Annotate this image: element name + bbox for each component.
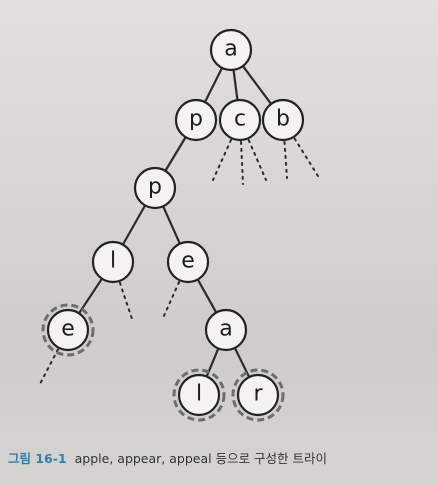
node-circle — [204, 308, 248, 352]
word-end-marker — [172, 368, 226, 422]
trie-edge-p1-p2 — [164, 136, 187, 172]
omitted-branch-b-1 — [293, 137, 319, 177]
trie-edge-root-b — [241, 64, 273, 106]
trie-node-c: c — [218, 98, 262, 142]
node-label: e — [61, 317, 75, 342]
word-end-marker — [231, 368, 285, 422]
omitted-branch-c-2 — [247, 139, 267, 181]
trie-node-l1: l — [91, 240, 135, 284]
trie-node-l2: l — [172, 368, 226, 422]
omitted-branch-b-0 — [283, 140, 288, 179]
trie-edge-p2-e1 — [162, 205, 181, 245]
node-circle — [133, 166, 177, 210]
node-label: p — [148, 175, 162, 200]
node-label: l — [110, 249, 116, 274]
omitted-branch-e1-0 — [162, 281, 181, 319]
figure-caption-text: apple, appear, appeal 등으로 구성한 트라이 — [74, 451, 328, 466]
trie-node-p1: p — [174, 98, 218, 142]
trie-edge-e1-a2 — [196, 278, 218, 314]
node-circle — [218, 98, 262, 142]
trie-omitted-branches — [39, 137, 319, 385]
node-circle — [177, 373, 221, 417]
omitted-branch-l1-0 — [118, 281, 134, 323]
node-circle — [174, 98, 218, 142]
node-circle — [46, 308, 90, 352]
node-label: r — [253, 382, 263, 407]
node-circle — [209, 28, 253, 72]
trie-node-a2: a — [204, 308, 248, 352]
omitted-branch-c-1 — [240, 140, 244, 185]
trie-node-e1: e — [166, 240, 210, 284]
trie-node-root: a — [209, 28, 253, 72]
omitted-branch-e2-0 — [39, 348, 59, 385]
trie-nodes: a p c b p l e e a l r — [41, 28, 305, 422]
node-circle — [261, 98, 305, 142]
trie-node-e2: e — [41, 303, 95, 357]
node-label: l — [196, 382, 202, 407]
word-end-marker — [41, 303, 95, 357]
node-circle — [236, 373, 280, 417]
trie-node-p2: p — [133, 166, 177, 210]
figure-number: 그림 16-1 — [8, 451, 67, 466]
node-label: c — [234, 107, 246, 132]
trie-edge-p2-l1 — [121, 204, 147, 246]
trie-node-r: r — [231, 368, 285, 422]
trie-edge-root-c — [232, 68, 239, 102]
node-label: e — [181, 249, 195, 274]
node-circle — [166, 240, 210, 284]
node-label: a — [224, 37, 237, 62]
node-label: b — [276, 107, 290, 132]
trie-node-b: b — [261, 98, 305, 142]
trie-edge-root-p1 — [203, 66, 224, 104]
omitted-branch-c-0 — [212, 139, 232, 181]
node-circle — [91, 240, 135, 284]
node-label: p — [189, 107, 203, 132]
figure-caption: 그림 16-1 apple, appear, appeal 등으로 구성한 트라이 — [8, 448, 327, 467]
trie-edge-l1-e2 — [77, 277, 104, 315]
node-label: a — [219, 317, 232, 342]
